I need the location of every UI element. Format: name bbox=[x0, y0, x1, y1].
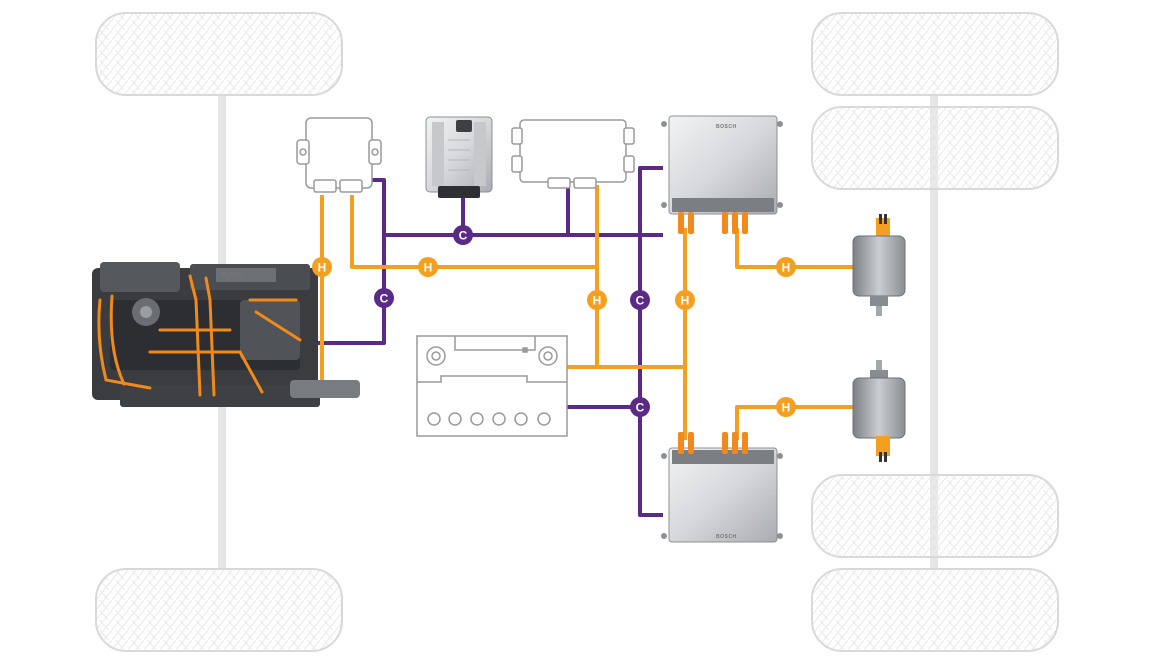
can-badge: C bbox=[630, 397, 650, 417]
badges: C C C C H H H H bbox=[312, 225, 796, 417]
hv-badge: H bbox=[587, 290, 607, 310]
svg-text:C: C bbox=[636, 294, 645, 308]
tire-icon bbox=[811, 12, 1059, 96]
ecu-icon bbox=[511, 119, 635, 189]
hv-badge: H bbox=[675, 290, 695, 310]
can-badge: C bbox=[453, 225, 473, 245]
motor-icon bbox=[852, 214, 906, 316]
can-bus-lines bbox=[318, 166, 663, 517]
brand-label: BOSCH bbox=[222, 272, 243, 278]
svg-text:C: C bbox=[380, 292, 389, 306]
hv-line-ecu bbox=[350, 195, 597, 269]
chassis bbox=[95, 12, 1059, 652]
can-badge: C bbox=[630, 290, 650, 310]
can-line-vertical bbox=[638, 166, 663, 517]
ecu-icon bbox=[425, 116, 493, 198]
tire-icon bbox=[95, 568, 343, 652]
tire-icon bbox=[811, 568, 1059, 652]
inverter-icon: BOSCH bbox=[661, 115, 783, 234]
svg-text:H: H bbox=[593, 294, 602, 308]
inverter-icon: BOSCH bbox=[661, 432, 783, 543]
can-line-fuelcell bbox=[318, 235, 386, 345]
hv-badge: H bbox=[312, 257, 332, 277]
brand-label: BOSCH bbox=[716, 534, 737, 540]
hv-lines bbox=[320, 185, 853, 440]
svg-text:H: H bbox=[681, 294, 690, 308]
hv-line-motor-top bbox=[735, 228, 853, 269]
can-line-main bbox=[370, 178, 663, 237]
svg-text:H: H bbox=[782, 401, 791, 415]
tire-icon bbox=[95, 12, 343, 96]
svg-text:H: H bbox=[782, 261, 791, 275]
battery-icon bbox=[416, 335, 568, 437]
tire-icon bbox=[811, 474, 1059, 558]
svg-text:C: C bbox=[459, 229, 468, 243]
hv-badge: H bbox=[776, 257, 796, 277]
rear-axle-beam bbox=[930, 95, 938, 570]
hv-badge: H bbox=[418, 257, 438, 277]
motor-icon bbox=[852, 360, 906, 462]
svg-text:C: C bbox=[636, 401, 645, 415]
tire-icon bbox=[811, 106, 1059, 190]
svg-text:H: H bbox=[424, 261, 433, 275]
svg-text:H: H bbox=[318, 261, 327, 275]
can-badge: C bbox=[374, 288, 394, 308]
ecu-icon bbox=[296, 117, 382, 193]
brand-label: BOSCH bbox=[716, 124, 737, 130]
engine-icon: BOSCH bbox=[92, 262, 360, 407]
hv-badge: H bbox=[776, 397, 796, 417]
hv-line-motor-bottom bbox=[735, 405, 853, 440]
